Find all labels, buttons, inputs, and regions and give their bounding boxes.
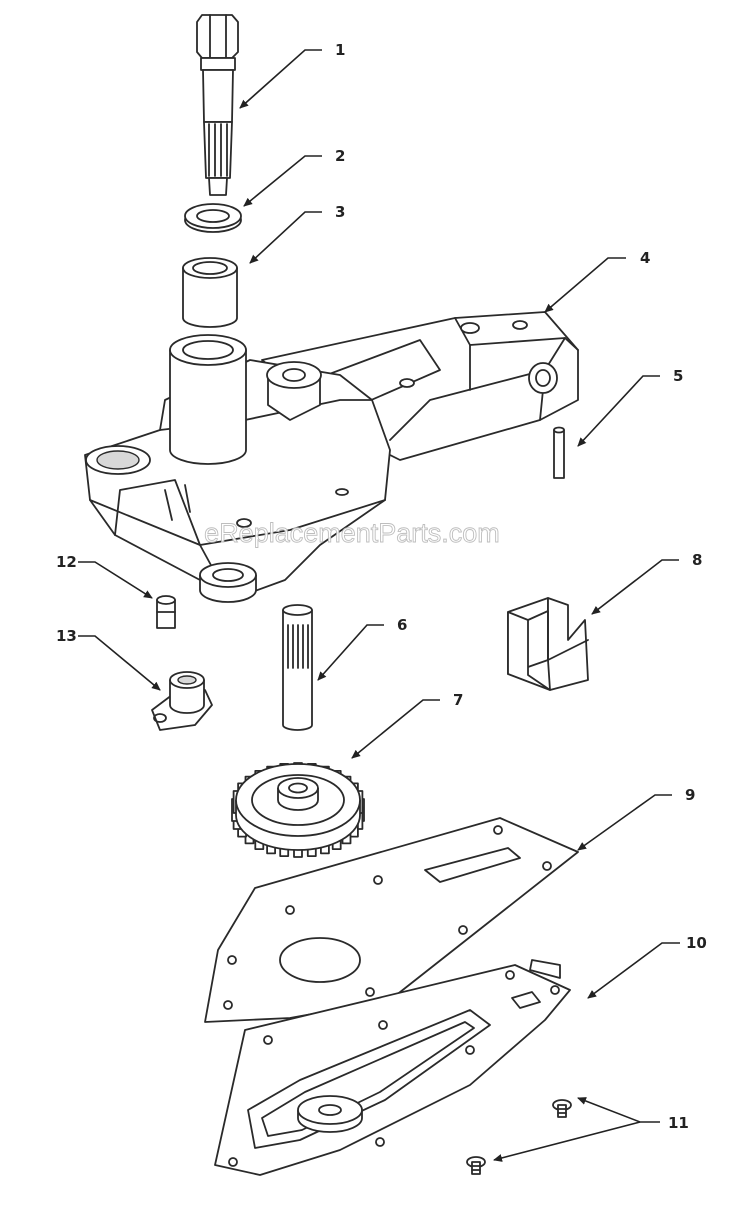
part-5-pin <box>553 426 565 479</box>
part-6-shaft <box>282 604 313 731</box>
part-12-pin <box>156 595 176 629</box>
callout-7: 7 <box>453 691 463 709</box>
callout-2: 2 <box>335 147 345 165</box>
part-8-u-bracket <box>507 597 589 691</box>
part-2-washer <box>184 203 242 233</box>
part-10-cover-plate <box>214 959 571 1176</box>
callout-8: 8 <box>692 551 702 569</box>
leader-4 <box>544 257 626 313</box>
callout-4: 4 <box>640 249 650 267</box>
part-7-gear <box>231 762 365 858</box>
callout-11: 11 <box>668 1114 689 1132</box>
leader-11b <box>493 1121 641 1162</box>
callout-3: 3 <box>335 203 345 221</box>
callout-9: 9 <box>685 786 695 804</box>
leader-1 <box>239 49 322 109</box>
leader-10 <box>587 942 680 999</box>
watermark: eReplacementParts.com <box>204 518 500 548</box>
part-11-screws <box>466 1099 572 1175</box>
leader-2 <box>243 155 322 207</box>
callout-10: 10 <box>686 934 707 952</box>
leader-3 <box>249 211 322 264</box>
callout-5: 5 <box>673 367 683 385</box>
part-13-bracket <box>151 671 213 731</box>
leader-7 <box>351 699 440 759</box>
leader-6 <box>317 624 384 681</box>
leader-lines <box>78 49 680 1162</box>
callout-labels: 1 2 3 4 5 6 7 8 9 10 11 12 13 <box>56 41 707 1132</box>
callout-12: 12 <box>56 553 77 571</box>
part-4-gear-housing <box>84 311 579 603</box>
callout-1: 1 <box>335 41 345 59</box>
part-3-bushing <box>182 257 238 328</box>
leader-8 <box>591 559 679 615</box>
leader-5 <box>577 375 660 447</box>
part-1-spline-shaft <box>196 14 239 196</box>
callout-13: 13 <box>56 627 77 645</box>
callout-6: 6 <box>397 616 407 634</box>
leader-13 <box>78 635 161 691</box>
leader-12 <box>78 561 153 599</box>
leader-11a <box>577 1097 660 1123</box>
leader-9 <box>577 794 672 851</box>
